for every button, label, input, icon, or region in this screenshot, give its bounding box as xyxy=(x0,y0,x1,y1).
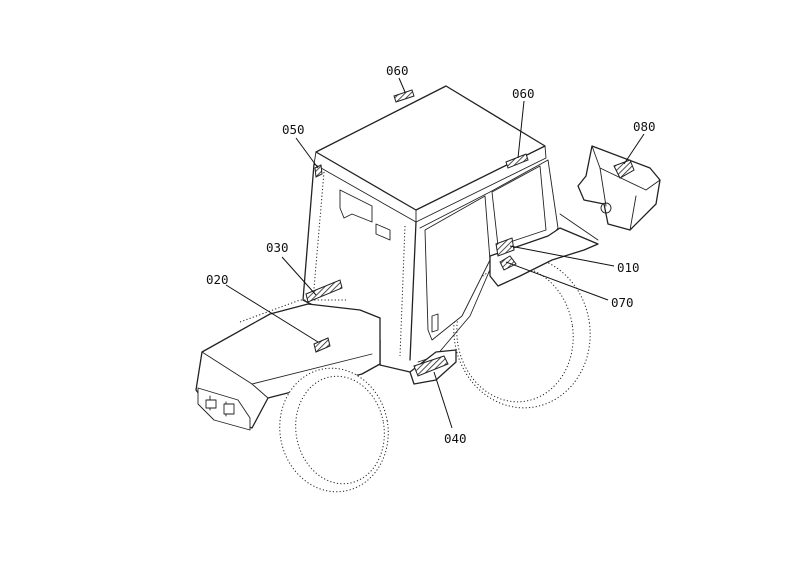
cab-roof xyxy=(315,85,546,211)
decal-010 xyxy=(495,237,515,257)
mirror xyxy=(339,189,373,223)
callout-040: 040 xyxy=(444,431,467,446)
decal-080 xyxy=(613,159,635,179)
leader-lines xyxy=(225,77,645,429)
callout-010: 010 xyxy=(617,260,640,275)
callout-labels: 060 060 050 080 030 020 010 070 040 xyxy=(206,63,656,446)
cab xyxy=(302,85,599,385)
callout-070: 070 xyxy=(611,295,634,310)
rear-cover-part xyxy=(577,145,661,231)
callout-060-roof: 060 xyxy=(386,63,409,78)
decal-030 xyxy=(305,279,343,303)
decal-060-rear xyxy=(505,153,529,169)
decal-040 xyxy=(413,355,449,377)
callout-060-rear: 060 xyxy=(512,86,535,101)
decal-060-roof xyxy=(393,89,415,103)
cab-door xyxy=(424,195,491,341)
front-wheel xyxy=(279,367,389,493)
callout-050: 050 xyxy=(282,122,305,137)
callout-080: 080 xyxy=(633,119,656,134)
callout-030: 030 xyxy=(266,240,289,255)
cab-rear-window xyxy=(491,165,547,247)
decals xyxy=(305,89,635,377)
hood xyxy=(195,299,381,431)
rear-fender xyxy=(489,227,599,287)
decal-050 xyxy=(314,164,323,178)
decal-020 xyxy=(313,337,331,353)
callout-020: 020 xyxy=(206,272,229,287)
